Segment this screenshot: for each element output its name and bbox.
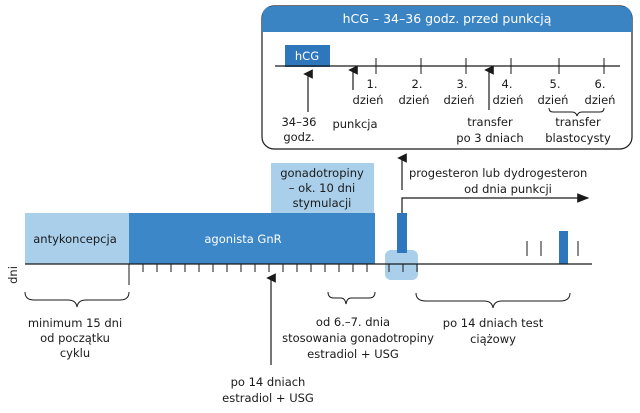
- gonadotropiny-bar: [271, 163, 374, 213]
- transferB-line1: transfer: [555, 115, 601, 129]
- day-3-word: dzień: [444, 93, 475, 107]
- transfer3-line1: transfer: [467, 115, 513, 129]
- gonadotropiny-line3: stymulacji: [293, 196, 352, 210]
- day-2-word: dzień: [399, 93, 430, 107]
- minimum-line2: od początku: [40, 331, 110, 345]
- progesteron-bar: [397, 213, 407, 253]
- day-6-word: dzień: [585, 93, 616, 107]
- od67-line3: estradiol + USG: [307, 347, 399, 361]
- transfer3-line2: po 3 dniach: [456, 131, 523, 145]
- progesteron-group: progesteron lub dydrogesteron od dnia pu…: [385, 153, 590, 280]
- test-marker: [559, 231, 568, 264]
- progesteron-line2: od dnia punkcji: [464, 182, 552, 196]
- progesteron-line1: progesteron lub dydrogesteron: [409, 166, 587, 180]
- od67-line2: stosowania gonadotropiny: [282, 331, 434, 345]
- main-axis-ticks: [128, 264, 418, 285]
- antykoncepcja-label: antykoncepcja: [33, 232, 117, 246]
- panel-title: hCG – 34–36 godz. przed punkcją: [343, 11, 552, 26]
- day-1-num: 1.: [367, 77, 378, 91]
- minimum-line3: cyklu: [60, 346, 90, 360]
- test-brace: [415, 292, 571, 309]
- day-3-num: 3.: [457, 77, 468, 91]
- protocol-bars: gonadotropiny – ok. 10 dni stymulacji an…: [25, 163, 375, 264]
- hcg-caption-1: 34–36: [281, 115, 316, 129]
- gonadotropiny-line2: – ok. 10 dni: [289, 181, 355, 195]
- day-1-word: dzień: [353, 93, 384, 107]
- hcg-box: [285, 45, 330, 67]
- late-ticks: [526, 241, 579, 256]
- transferB-line2: blastocysty: [545, 131, 611, 145]
- minimum-brace: [24, 291, 130, 308]
- day-5-num: 5.: [550, 77, 561, 91]
- progesteron-arrow: [401, 193, 590, 213]
- day-5-word: dzień: [538, 93, 569, 107]
- po14estr-line1: po 14 dniach: [231, 375, 306, 389]
- minimum-line1: minimum 15 dni: [28, 316, 122, 330]
- po14test-line2: ciążowy: [470, 332, 516, 346]
- day-4-num: 4.: [502, 77, 513, 91]
- hcg-label: hCG: [295, 49, 319, 63]
- hcg-caption-2: godz.: [283, 130, 314, 144]
- panel-ticks: [375, 58, 605, 74]
- day-4-word: dzień: [493, 93, 524, 107]
- gonadotropiny-line1: gonadotropiny: [280, 166, 364, 180]
- od67-brace: [327, 291, 376, 305]
- panel-header: [262, 6, 632, 32]
- agonista-bar: [129, 213, 375, 264]
- axis-label: dni: [6, 266, 20, 284]
- punkcja-highlight: [385, 250, 418, 280]
- agonista-label: agonista GnR: [204, 232, 281, 246]
- day-2-num: 2.: [412, 77, 423, 91]
- od67-line1: od 6.–7. dnia: [316, 315, 390, 329]
- po14estr-line2: estradiol + USG: [222, 391, 314, 405]
- antykoncepcja-bar: [25, 213, 129, 264]
- hcg-panel: hCG – 34–36 godz. przed punkcją hCG 34–3…: [261, 5, 633, 150]
- day-6-num: 6.: [595, 77, 606, 91]
- punkcja-label: punkcja: [332, 117, 377, 131]
- po14test-line1: po 14 dniach test: [443, 316, 544, 330]
- blastocyst-bracket: [548, 107, 605, 117]
